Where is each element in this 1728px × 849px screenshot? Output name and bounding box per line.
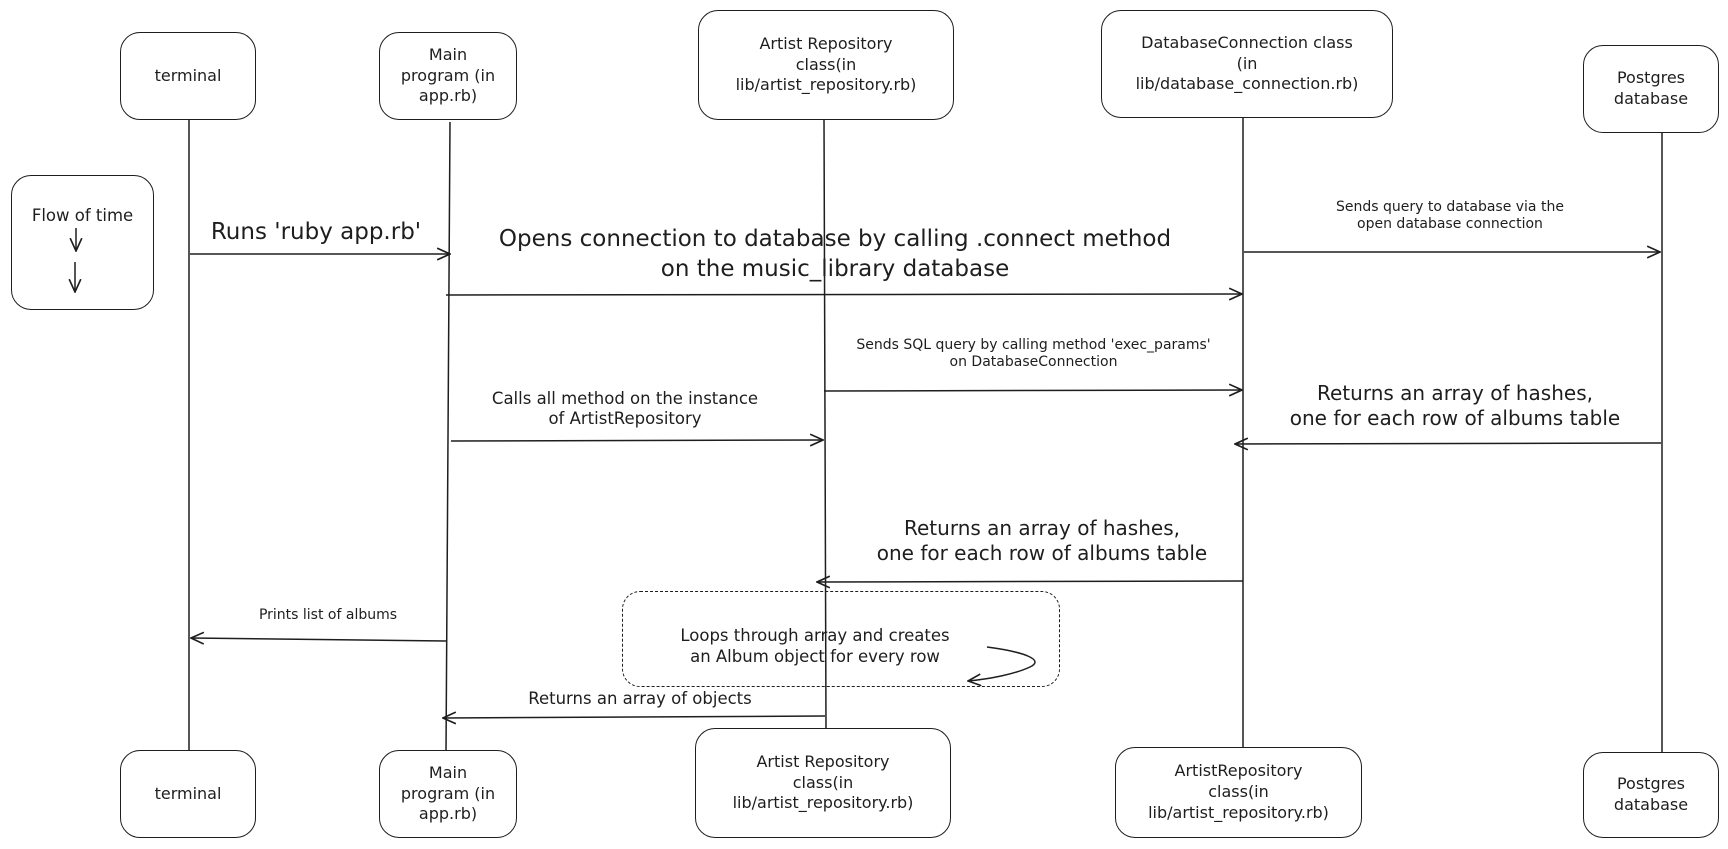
- loop-region: [622, 591, 1060, 687]
- arrow-returns-hashes-db: [817, 581, 1244, 582]
- arrow-returns-hashes-pg: [1235, 443, 1662, 444]
- arrow-sends-sql-query: [823, 390, 1242, 391]
- participant-postgres-bottom: Postgres database: [1583, 752, 1719, 838]
- message-returns-objects: Returns an array of objects: [528, 689, 752, 708]
- arrow-prints-albums: [191, 638, 447, 641]
- message-returns-hashes-db: Returns an array of hashes, one for each…: [876, 516, 1208, 565]
- message-opens-connection: Opens connection to database by calling …: [498, 226, 1172, 283]
- message-sends-sql-query: Sends SQL query by calling method 'exec_…: [856, 337, 1211, 370]
- flow-of-time-label: Flow of time: [31, 206, 134, 225]
- message-loops-through: Loops through array and creates an Album…: [680, 626, 950, 666]
- message-calls-all: Calls all method on the instance of Arti…: [491, 389, 759, 428]
- lifeline-artist-repo: [823, 117, 827, 731]
- flow-of-time-box: [11, 175, 154, 310]
- message-runs-app: Runs 'ruby app.rb': [210, 219, 422, 245]
- participant-terminal-top: terminal: [120, 32, 256, 120]
- arrow-opens-connection: [445, 294, 1242, 295]
- participant-main-bottom: Main program (in app.rb): [379, 750, 517, 838]
- participant-db-connection-bottom: ArtistRepository class(in lib/artist_rep…: [1115, 747, 1362, 838]
- lifeline-main: [445, 121, 451, 753]
- participant-artist-repo-top: Artist Repository class(in lib/artist_re…: [698, 10, 954, 120]
- participant-postgres-top: Postgres database: [1583, 45, 1719, 133]
- message-returns-hashes-pg: Returns an array of hashes, one for each…: [1289, 381, 1621, 430]
- participant-artist-repo-bottom: Artist Repository class(in lib/artist_re…: [695, 728, 951, 838]
- participant-db-connection-top: DatabaseConnection class (in lib/databas…: [1101, 10, 1393, 118]
- message-prints-albums: Prints list of albums: [258, 607, 398, 623]
- arrow-calls-all: [450, 440, 823, 441]
- participant-terminal-bottom: terminal: [120, 750, 256, 838]
- participant-main-top: Main program (in app.rb): [379, 32, 517, 120]
- arrow-self-loop: [968, 646, 1036, 681]
- message-sends-query-db: Sends query to database via the open dat…: [1336, 199, 1564, 232]
- arrow-returns-objects: [443, 716, 826, 718]
